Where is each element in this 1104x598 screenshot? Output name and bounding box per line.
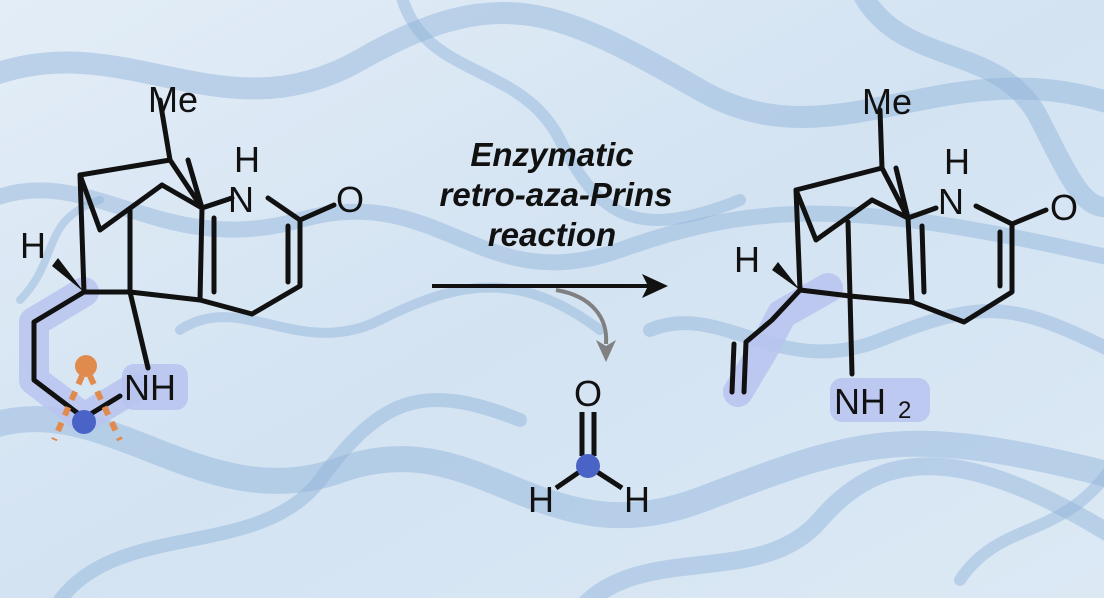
product-molecule: Me H N O H NH 2 bbox=[723, 81, 1078, 424]
product-h-label: H bbox=[734, 239, 760, 280]
substrate-nh-n-label: N bbox=[228, 179, 254, 220]
substrate-nh-h-label: H bbox=[234, 139, 260, 180]
byproduct-arrow bbox=[555, 288, 616, 362]
reaction-conditions: Enzymatic retro-aza-Prins reaction bbox=[440, 136, 673, 253]
substrate-molecule: Me H N O H NH bbox=[19, 79, 364, 442]
substrate-carbonyl-o-label: O bbox=[336, 179, 364, 220]
product-nh-h-label: H bbox=[944, 141, 970, 182]
reaction-arrow bbox=[432, 274, 668, 298]
formaldehyde-h-left-label: H bbox=[528, 479, 554, 520]
product-methyl-label: Me bbox=[862, 81, 912, 122]
product-amine-label: NH bbox=[834, 381, 886, 422]
formaldehyde-h-right-label: H bbox=[624, 479, 650, 520]
conditions-line-1: Enzymatic bbox=[470, 136, 633, 173]
substrate-carbon-dot bbox=[72, 410, 96, 434]
conditions-line-2: retro-aza-Prins bbox=[440, 176, 673, 213]
formaldehyde-carbon-dot bbox=[576, 454, 600, 478]
cleavage-marks bbox=[51, 374, 123, 442]
product-amine-subscript: 2 bbox=[898, 397, 911, 424]
oxygen-origin-dot bbox=[75, 355, 97, 377]
formaldehyde-o-label: O bbox=[574, 373, 602, 414]
substrate-h-label: H bbox=[20, 225, 46, 266]
formaldehyde-byproduct: O H H bbox=[528, 373, 650, 520]
substrate-methyl-label: Me bbox=[148, 79, 198, 120]
conditions-line-3: reaction bbox=[488, 216, 616, 253]
substrate-amine-label: NH bbox=[124, 367, 176, 408]
product-amine-highlight bbox=[830, 378, 930, 422]
product-vinyl-highlight bbox=[723, 273, 843, 407]
product-carbonyl-o-label: O bbox=[1050, 187, 1078, 228]
product-nh-n-label: N bbox=[938, 181, 964, 222]
